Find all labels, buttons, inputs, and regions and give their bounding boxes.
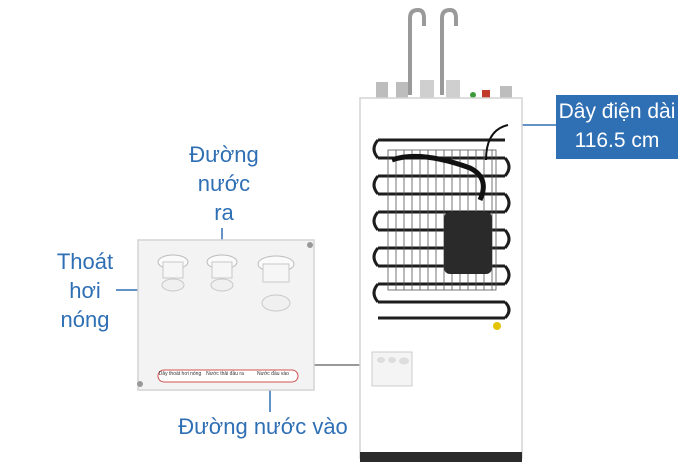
panel-text-inlet: Nước đầu vào (257, 371, 289, 377)
label-hot-vent: Thoát hơi nóng (56, 249, 114, 332)
panel-text-outlet: Nước thải đầu ra (206, 371, 244, 377)
inlet-fitting (257, 255, 295, 312)
label-outlet: Đường nước ra (189, 142, 259, 225)
zoomed-back-panel (137, 239, 315, 391)
compressor (444, 212, 492, 274)
label-inlet: Đường nước vào (178, 414, 348, 439)
label-power-cord: Dây điện dài 116.5 cm (556, 95, 678, 159)
power-cord (485, 124, 509, 161)
water-purifier-cabinet (359, 7, 523, 462)
condenser-coil (372, 138, 511, 320)
panel-text-hot-vent: Dây thoát hơi nóng (158, 371, 202, 377)
outlet-fitting (206, 254, 238, 292)
hot-vent-fitting (157, 254, 189, 292)
